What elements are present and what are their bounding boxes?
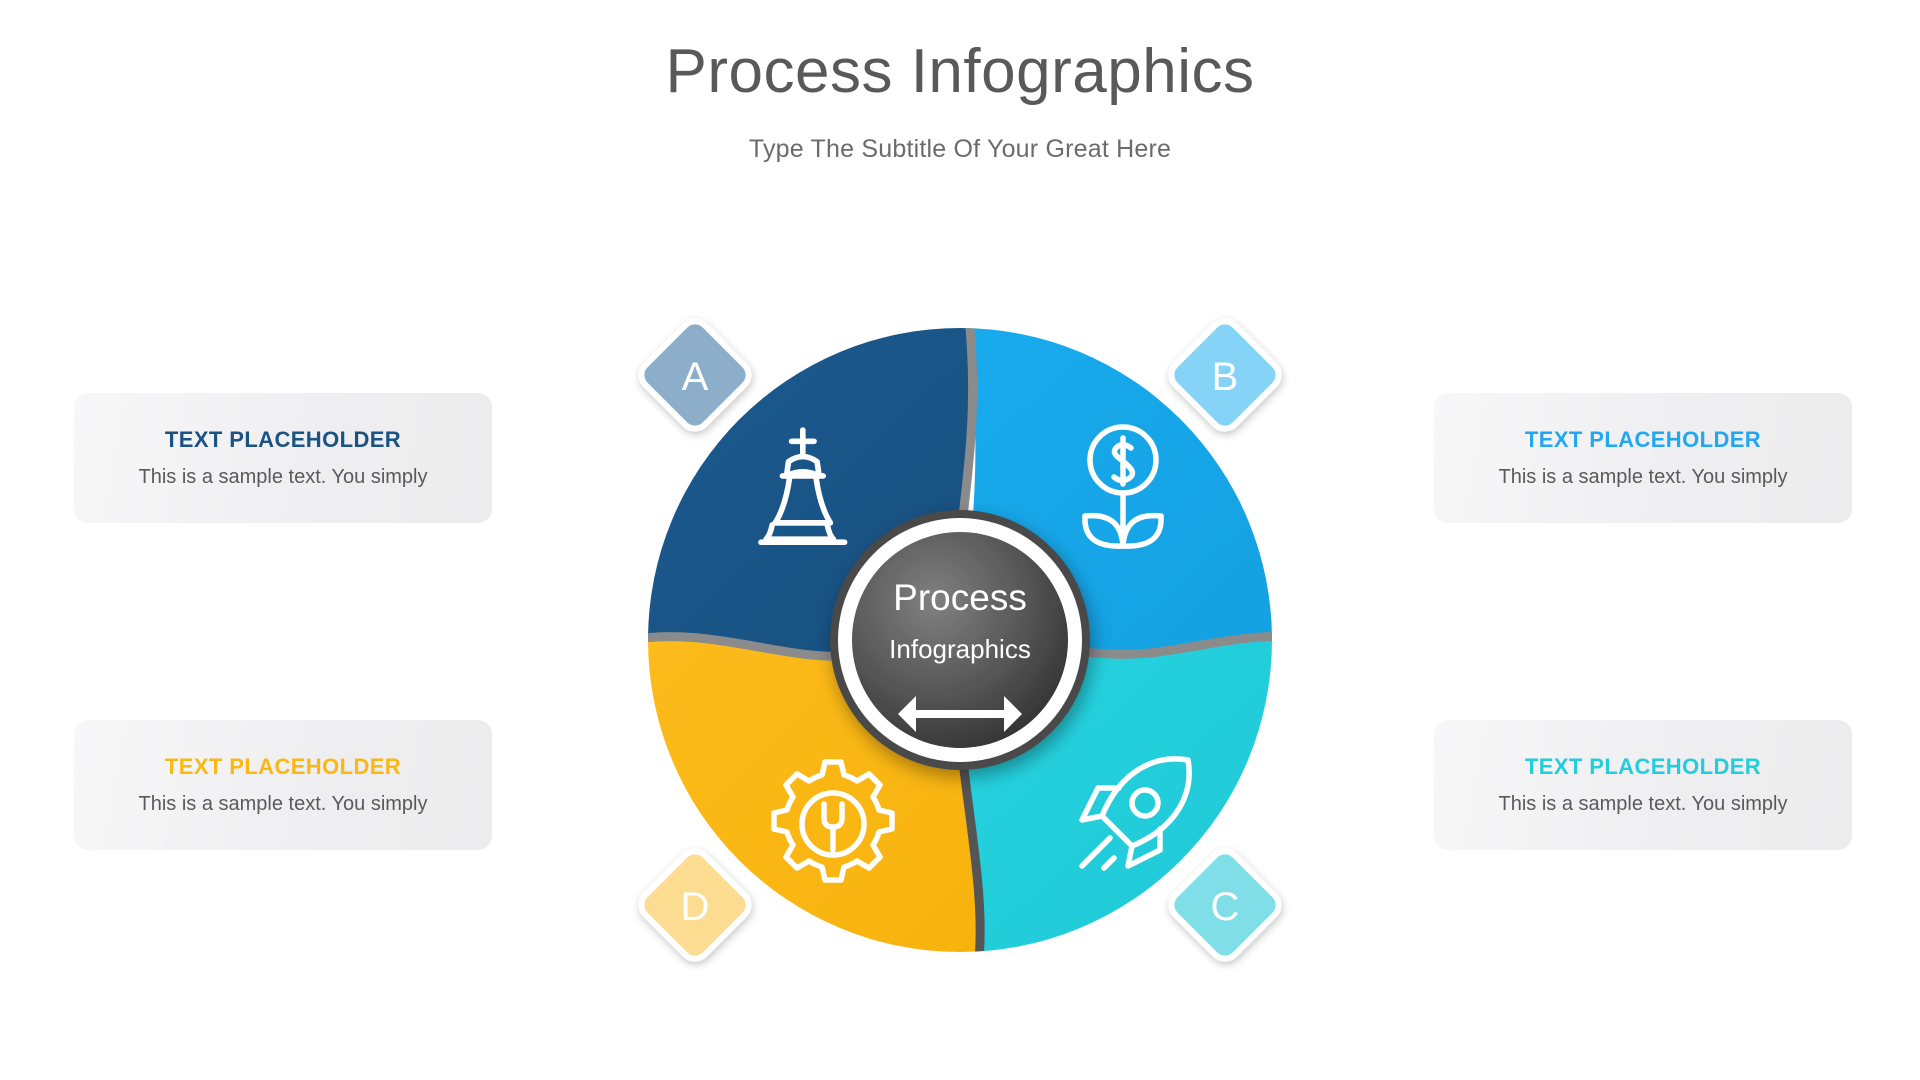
text-card-a-body: This is a sample text. You simply <box>138 466 428 488</box>
text-card-d-title: TEXT PLACEHOLDER <box>164 754 402 779</box>
text-card-b-title: TEXT PLACEHOLDER <box>1524 427 1762 452</box>
badge-a[interactable]: A <box>636 316 755 435</box>
money-plant-growth-icon <box>1082 424 1164 549</box>
gear-wrench-icon <box>771 759 895 883</box>
process-wheel: Process Infographics A B C D <box>530 210 1390 1070</box>
text-card-c[interactable]: TEXT PLACEHOLDER This is a sample text. … <box>1434 720 1852 850</box>
page-title: Process Infographics <box>665 37 1255 106</box>
badge-c[interactable]: C <box>1166 846 1285 965</box>
badge-c-letter: C <box>1211 885 1240 929</box>
text-card-a[interactable]: TEXT PLACEHOLDER This is a sample text. … <box>74 393 492 523</box>
hub-subtitle: Infographics <box>889 634 1031 664</box>
text-card-b-body: This is a sample text. You simply <box>1498 466 1788 488</box>
text-card-d[interactable]: TEXT PLACEHOLDER This is a sample text. … <box>74 720 492 850</box>
badge-b-letter: B <box>1212 355 1239 399</box>
badge-d-letter: D <box>681 885 710 929</box>
double-arrow-horizontal-icon <box>898 696 1022 732</box>
hub-title: Process <box>893 577 1027 618</box>
rocket-icon <box>1079 756 1192 871</box>
badge-b[interactable]: B <box>1166 316 1285 435</box>
badge-d[interactable]: D <box>636 846 755 965</box>
text-card-c-body: This is a sample text. You simply <box>1498 793 1788 815</box>
center-hub <box>830 510 1090 770</box>
text-card-b[interactable]: TEXT PLACEHOLDER This is a sample text. … <box>1434 393 1852 523</box>
text-card-d-body: This is a sample text. You simply <box>138 793 428 815</box>
chess-king-icon <box>758 427 848 546</box>
text-card-a-title: TEXT PLACEHOLDER <box>164 427 402 452</box>
text-card-c-title: TEXT PLACEHOLDER <box>1524 754 1762 779</box>
badge-a-letter: A <box>682 355 709 399</box>
page-subtitle: Type The Subtitle Of Your Great Here <box>748 135 1172 163</box>
